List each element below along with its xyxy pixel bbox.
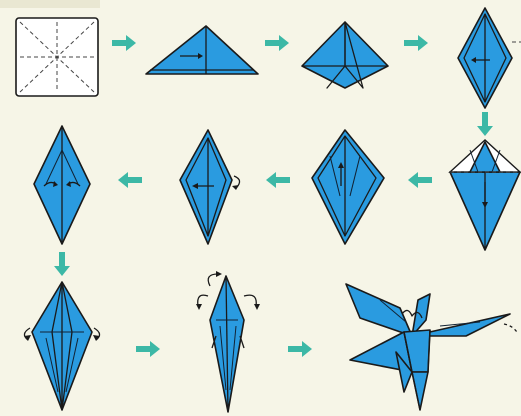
arrow-right-3 (404, 35, 428, 51)
step-5-petal-fold (448, 139, 521, 251)
arrow-left-2 (266, 172, 290, 188)
arrow-right-1 (112, 35, 136, 51)
header-strip (0, 0, 100, 8)
arrow-down (477, 112, 493, 136)
arrow-right-2 (265, 35, 289, 51)
arrow-right-4 (136, 341, 160, 357)
step-9-fold-edges (23, 281, 101, 411)
arrow-left-3 (118, 172, 142, 188)
step-2-triangle (145, 25, 259, 75)
step-1-square (15, 17, 99, 97)
step-6-kite (311, 129, 385, 245)
step-8-diamond (33, 125, 91, 245)
step-7-kite-flip (179, 129, 241, 245)
arrow-left-1 (408, 172, 432, 188)
arrow-right-5 (288, 341, 312, 357)
arrow-down-2 (54, 252, 70, 276)
step-4-diamond (457, 7, 521, 109)
step-11-lily-flower (345, 283, 519, 411)
step-10-narrow-points (196, 271, 260, 413)
step-3-square-base (301, 21, 389, 89)
